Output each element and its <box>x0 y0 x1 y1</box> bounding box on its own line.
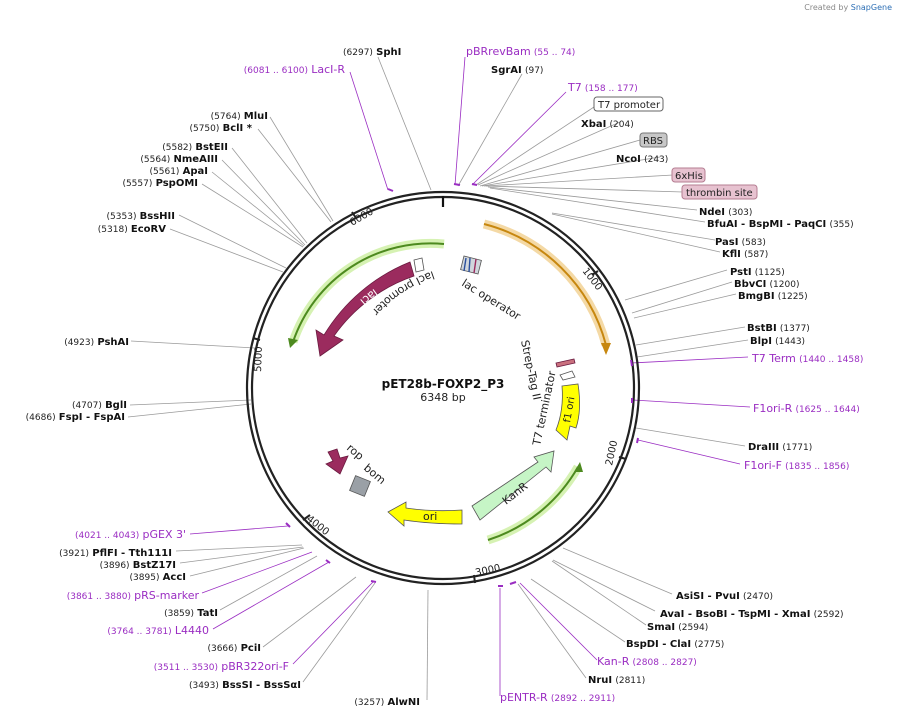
t7-terminator-glyph <box>559 370 576 381</box>
site-label-smai: SmaI (2594) <box>647 622 708 633</box>
orange-arc <box>483 223 607 346</box>
site-label-pshai: (4923) PshAI <box>64 337 129 348</box>
site-label-bsshii: (5353) BssHII <box>107 211 175 222</box>
site-label-ncoi: NcoI (243) <box>616 154 668 165</box>
primer-label-f1ori-r: F1ori-R (1625 .. 1644) <box>753 402 860 415</box>
primer-label-prs-marker: (3861 .. 3880) pRS-marker <box>67 589 200 602</box>
primer-label-pbrrevbam: pBRrevBam (55 .. 74) <box>466 45 575 58</box>
strep-tag-label: Strep-Tag II <box>518 339 543 401</box>
site-label-bcli-: (5750) BclI * <box>189 123 252 134</box>
thrombin-box <box>681 184 758 200</box>
rop-arrow <box>325 448 349 475</box>
site-label-tati: (3859) TatI <box>164 608 218 619</box>
site-label-sphi: (6297) SphI <box>343 47 401 58</box>
tick-4000: 4000 <box>304 514 331 538</box>
site-label-kfli: KflI (587) <box>722 249 768 260</box>
plasmid-name: pET28b-FOXP2_P3 <box>382 377 505 392</box>
site-label-pcii: (3666) PciI <box>207 643 261 654</box>
green-arc-right <box>487 466 579 541</box>
6xhis-box <box>671 167 706 183</box>
site-label-apai: (5561) ApaI <box>150 166 209 177</box>
primer-label-f1ori-f: F1ori-F (1835 .. 1856) <box>744 459 849 472</box>
site-label-ecorv: (5318) EcoRV <box>98 224 166 235</box>
site-label-asisi: AsiSI - PvuI (2470) <box>676 591 773 602</box>
site-label-bspdi: BspDI - ClaI (2775) <box>626 639 724 650</box>
site-label-pasi: PasI (583) <box>715 237 766 248</box>
primer-label-kan-r: Kan-R (2808 .. 2827) <box>597 655 697 668</box>
primer-label-t7: T7 (158 .. 177) <box>567 81 638 94</box>
site-label-bgli: (4707) BglI <box>72 400 127 411</box>
orange-arc-band <box>482 219 611 347</box>
lacI-promoter-arrow <box>413 257 425 273</box>
tick-3000: 3000 <box>474 563 501 579</box>
site-labels: (6297) SphI pBRrevBam (55 .. 74) SgrAI (97… <box>26 45 864 708</box>
site-label-blpi: BlpI (1443) <box>750 336 805 347</box>
plasmid-length: 6348 bp <box>420 391 465 404</box>
site-label-nmeaiii: (5564) NmeAIII <box>140 154 218 165</box>
rbs-label: RBS <box>643 136 663 147</box>
site-label-ndei: NdeI (303) <box>699 207 752 218</box>
site-label-pspomi: (5557) PspOMI <box>122 178 198 189</box>
primer-label-pgex-3-: (4021 .. 4043) pGEX 3' <box>75 528 186 541</box>
site-label-bsteii: (5582) BstEII <box>162 142 228 153</box>
site-label-bsssi: (3493) BssSI - BssSαI <box>189 680 301 691</box>
rop-label: rop <box>344 441 366 463</box>
site-label-bfuai: BfuAI - BspMI - PaqCI (355) <box>707 219 854 230</box>
site-label-nrui: NruI (2811) <box>588 675 645 686</box>
site-label-bmgbi: BmgBI (1225) <box>738 291 808 302</box>
lac-operator-label: lac operator <box>459 277 523 324</box>
primer-label-pentr-r: pENTR-R (2892 .. 2911) <box>500 691 615 704</box>
credit-prefix: Created by <box>804 3 849 12</box>
t7-promoter-label: T7 promoter <box>597 100 661 111</box>
tick-2000: 2000 <box>604 439 620 466</box>
site-label-acci: (3895) AccI <box>130 572 186 583</box>
backbone-outer <box>245 190 641 586</box>
site-label-sgrai: SgrAI (97) <box>491 65 543 76</box>
primer-label-l4440: (3764 .. 3781) L4440 <box>107 624 209 637</box>
site-label-psti: PstI (1125) <box>730 267 785 278</box>
ori-label: ori <box>423 510 437 523</box>
snapgene-credit: Created by SnapGene <box>804 3 892 12</box>
tick-5000: 5000 <box>253 346 265 372</box>
kanR-arrow <box>471 450 555 521</box>
site-label-alwni: (3257) AlwNI <box>354 697 420 708</box>
f1-ori-label: f1 ori <box>562 396 577 424</box>
site-label-pflfi: (3921) PflFI - Tth111I <box>59 548 172 559</box>
f1-ori-arrow <box>555 383 580 441</box>
primer-label-pbr322ori-f: (3511 .. 3530) pBR322ori-F <box>154 660 289 673</box>
site-label-avai: AvaI - BsoBI - TspMI - XmaI (2592) <box>660 609 844 620</box>
site-label-fspi: (4686) FspI - FspAI <box>26 412 125 423</box>
ori-arrow <box>387 501 463 527</box>
lac-operator-glyph <box>460 255 482 275</box>
site-label-bstbi: BstBI (1377) <box>747 323 810 334</box>
green-arc-left <box>292 242 445 343</box>
rbs-box <box>639 132 668 148</box>
site-label-draiii: DraIII (1771) <box>748 442 812 453</box>
t7-promoter-box <box>593 96 664 112</box>
6xhis-label: 6xHis <box>675 171 703 182</box>
thrombin-label: thrombin site <box>686 188 753 199</box>
strep-tag-glyph <box>555 358 576 368</box>
credit-brand: SnapGene <box>850 3 892 12</box>
site-label-xbai: XbaI (204) <box>581 119 634 130</box>
site-label-bbvci: BbvCI (1200) <box>734 279 799 290</box>
primer-label-t7-term: T7 Term (1440 .. 1458) <box>751 352 863 365</box>
primer-label-laci-r: (6081 .. 6100) LacI-R <box>244 63 346 76</box>
bom-box <box>349 475 371 497</box>
site-label-mlui: (5764) MluI <box>211 111 268 122</box>
lacI-arrow <box>315 261 415 357</box>
site-label-bstz17i: (3896) BstZ17I <box>100 560 176 571</box>
